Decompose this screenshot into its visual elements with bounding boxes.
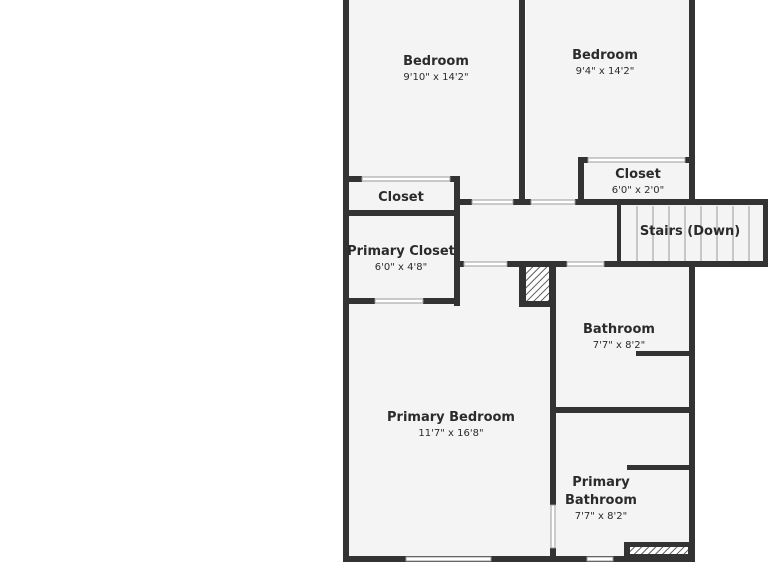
wall-primary-closet-bottom-left bbox=[343, 298, 375, 304]
window-closet-2 bbox=[587, 157, 686, 163]
wall-bath-left-bottom bbox=[550, 548, 556, 562]
bathroom-name: Bathroom bbox=[583, 322, 655, 337]
stairs-name: Stairs (Down) bbox=[640, 224, 740, 239]
window-hall-bottom-2 bbox=[566, 261, 605, 267]
wall-exterior-bottom bbox=[343, 556, 695, 562]
wall-bath-divider bbox=[556, 407, 695, 413]
window-primary-bedroom-bottom bbox=[405, 556, 492, 562]
door-primary-bathroom bbox=[550, 504, 556, 549]
primary-bathroom-name-line2: Bathroom bbox=[565, 493, 637, 508]
wall-closet-2-top-right bbox=[685, 157, 695, 163]
wall-stairs-top bbox=[689, 199, 768, 205]
window-hall-bottom-1 bbox=[463, 261, 508, 267]
wall-bedroom-1-bottom-2 bbox=[513, 199, 531, 205]
wall-bath-left bbox=[550, 261, 556, 505]
closet-1-name: Closet bbox=[378, 190, 424, 205]
windows bbox=[361, 157, 686, 562]
wall-stairs-right bbox=[763, 199, 768, 266]
room-labels: Bedroom 9'10" x 14'2" Bedroom 9'4" x 14'… bbox=[347, 48, 740, 522]
bedroom-1-dims: 9'10" x 14'2" bbox=[403, 72, 468, 83]
window-hall-top-2 bbox=[530, 199, 576, 205]
wall-primary-closet-bottom-right bbox=[423, 298, 460, 304]
wall-bedroom-2-bottom bbox=[575, 199, 765, 205]
closet-2-name: Closet bbox=[615, 167, 661, 182]
wall-exterior-right-upper bbox=[689, 0, 695, 202]
floor-closet-bedroom-1 bbox=[348, 180, 456, 212]
floors bbox=[348, 0, 764, 558]
bedroom-2-name: Bedroom bbox=[572, 48, 638, 63]
wall-closet-1-right bbox=[454, 176, 460, 306]
floor-bathroom bbox=[556, 264, 690, 410]
bathroom-dims: 7'7" x 8'2" bbox=[593, 340, 645, 351]
window-primary-closet bbox=[374, 298, 424, 304]
primary-bathroom-name-line1: Primary bbox=[572, 475, 630, 490]
window-hall-top-1 bbox=[471, 199, 514, 205]
wall-primary-bathroom-stub bbox=[627, 465, 691, 470]
bedroom-2-dims: 9'4" x 14'2" bbox=[576, 66, 635, 77]
window-closet-1 bbox=[361, 176, 451, 182]
walls bbox=[343, 0, 768, 562]
floor-primary-bedroom bbox=[348, 264, 554, 558]
floor-hallway bbox=[460, 202, 620, 264]
wall-closet-1-bottom bbox=[343, 210, 460, 216]
primary-bathroom-dims: 7'7" x 8'2" bbox=[575, 511, 627, 522]
wall-hall-bottom-left bbox=[454, 261, 464, 267]
wall-stairs-bottom bbox=[604, 261, 768, 267]
primary-closet-dims: 6'0" x 4'8" bbox=[375, 262, 427, 273]
stairs-treads bbox=[636, 206, 750, 262]
chimney-hatch bbox=[526, 267, 549, 301]
primary-closet-name: Primary Closet bbox=[347, 244, 455, 259]
tub-hatch bbox=[630, 547, 688, 554]
primary-bedroom-name: Primary Bedroom bbox=[387, 410, 515, 425]
wall-bathroom-stub bbox=[636, 351, 691, 356]
window-primary-bathroom-bottom bbox=[586, 556, 614, 562]
floor-stairs bbox=[620, 202, 764, 264]
wall-closet-1-top-left bbox=[343, 176, 362, 182]
floor-primary-bathroom bbox=[556, 412, 690, 558]
wall-closet-2-left bbox=[578, 157, 584, 205]
wall-exterior-left bbox=[343, 0, 349, 562]
wall-stairs-left bbox=[617, 205, 621, 264]
wall-bedrooms-divider bbox=[519, 0, 525, 204]
floor-bedroom-1 bbox=[348, 0, 522, 202]
wall-closet-2-top-left bbox=[578, 157, 588, 163]
floor-bedroom-2 bbox=[526, 0, 690, 202]
closet-2-dims: 6'0" x 2'0" bbox=[612, 185, 664, 196]
primary-bedroom-dims: 11'7" x 16'8" bbox=[418, 428, 483, 439]
wall-bedroom-1-bottom bbox=[458, 199, 472, 205]
bedroom-1-name: Bedroom bbox=[403, 54, 469, 69]
